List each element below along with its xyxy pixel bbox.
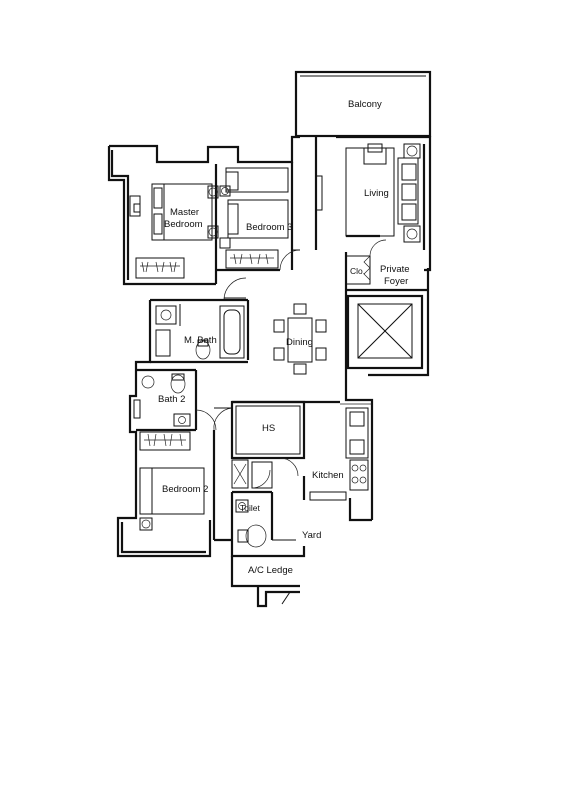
label-dining: Dining bbox=[286, 337, 313, 348]
label-living: Living bbox=[364, 188, 389, 199]
label-bath-2: Bath 2 bbox=[158, 394, 185, 405]
master-bedroom bbox=[129, 164, 219, 284]
master-bath bbox=[150, 298, 250, 364]
bedroom-2 bbox=[139, 407, 233, 542]
exterior-walls bbox=[107, 135, 432, 608]
label-bedroom-3: Bedroom 3 bbox=[246, 222, 292, 233]
label-private-foyer: Private bbox=[380, 264, 410, 275]
label-kitchen: Kitchen bbox=[312, 470, 344, 481]
label-closet: Clo. bbox=[350, 266, 365, 276]
dining-area bbox=[223, 277, 327, 375]
lift-shaft bbox=[346, 294, 424, 370]
living-room bbox=[345, 143, 426, 250]
bath-2 bbox=[133, 368, 217, 432]
label-bedroom-2: Bedroom 2 bbox=[162, 484, 208, 495]
bedroom-3 bbox=[216, 162, 323, 272]
label-master-bedroom: Master bbox=[170, 207, 199, 218]
label-toilet: Toilet bbox=[240, 503, 260, 513]
toilet-yard bbox=[231, 459, 296, 548]
label-yard: Yard bbox=[302, 530, 321, 541]
label-m-bath: M. Bath bbox=[184, 335, 217, 346]
label-hs: HS bbox=[262, 423, 275, 434]
private-foyer bbox=[344, 239, 428, 292]
label-balcony: Balcony bbox=[348, 99, 382, 110]
kitchen bbox=[302, 403, 372, 501]
household-shelter bbox=[230, 400, 340, 477]
label-private-foyer-2: Foyer bbox=[384, 276, 408, 287]
label-master-bedroom-2: Bedroom bbox=[164, 219, 203, 230]
label-ac-ledge: A/C Ledge bbox=[248, 565, 293, 576]
